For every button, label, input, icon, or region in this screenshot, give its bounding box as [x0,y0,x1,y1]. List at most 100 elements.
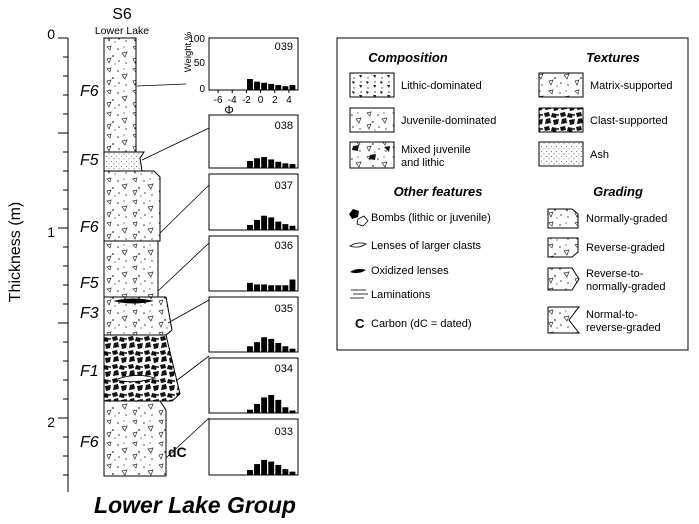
histogram-bar-039 [282,86,289,90]
histogram-bar-038 [247,160,253,168]
histogram-bar-037 [268,217,275,230]
oxidized-lens [113,298,154,304]
unit-f3 [103,296,173,336]
swatch-lithic [349,72,395,98]
sample-id-039: 039 [275,41,293,53]
legend-clast-supported: Clast-supported [590,115,668,127]
xtick-label: -6 [214,95,223,106]
histogram-bar-038 [275,161,282,168]
swatch-juvenile [349,107,395,133]
clast-lens [113,375,157,382]
histogram-bar-038 [261,157,268,168]
histogram-bar-033 [261,459,268,475]
legend-composition-title: Composition [368,50,447,65]
thickness-axis: 0 1 2 Thickness (m) [7,26,69,492]
histogram-bar-033 [268,461,275,475]
unit-f1 [103,334,181,402]
histogram-bar-036 [261,284,268,291]
bomb-juvenile-icon [356,215,369,227]
legend-textures-title: Textures [586,50,640,65]
strat-column: dC [103,37,187,477]
tie-line-036 [157,242,210,292]
histogram-bar-037 [261,215,268,230]
legend-lenses: Lenses of larger clasts [371,240,482,252]
histogram-bar-038 [289,164,296,168]
oxidized-lens-icon [350,268,366,274]
legend-grading-title: Grading [593,184,643,199]
histogram-bar-035 [268,338,275,352]
histogram-bar-039 [275,85,282,90]
swatch-ash [538,141,584,167]
histogram-xlabel: Φ [224,103,234,117]
section-site: Lower Lake [95,25,149,37]
histogram-bar-035 [282,346,289,352]
histogram-bar-036 [254,284,260,291]
legend-mixed-1: Mixed juvenile [401,144,471,156]
histogram-bar-035 [289,348,296,352]
histogram-bar-038 [254,158,260,168]
legend-lithic: Lithic-dominated [401,80,482,92]
legend-reverse-normal-1: Reverse-to- [586,268,644,280]
histogram-bar-033 [254,464,260,475]
sample-id-034: 034 [275,363,293,375]
histogram-bar-037 [247,224,253,230]
grading-reverse-icon [547,237,579,258]
unit-label-f3: F3 [80,305,99,322]
swatch-matrix-supported [538,72,584,98]
histogram-bar-033 [289,471,296,475]
histogram-bar-037 [282,224,289,230]
legend-bombs: Bombs (lithic or juvenile) [371,212,491,224]
histogram-bar-034 [275,399,282,413]
histogram-bar-035 [275,342,282,352]
histogram-bar-036 [282,285,289,291]
swatch-mixed-clast [384,146,390,152]
histogram-bar-039 [247,78,253,90]
grading-reverse-normal-icon [547,267,580,291]
xtick-label: 2 [272,95,278,106]
xtick-label: -2 [242,95,251,106]
legend-normal-reverse-2: reverse-graded [586,322,661,334]
xtick-label: 4 [286,95,292,106]
swatch-clast-supported [538,107,584,133]
xtick-label: -4 [228,95,237,106]
unit-label-f6-middle: F6 [80,219,99,236]
swatch-mixed-clast [369,154,376,160]
histogram-frame-039 [208,37,299,91]
tie-line-037 [159,184,210,234]
unit-f5-ash [103,151,145,172]
tick-label-2: 2 [47,414,55,430]
unit-f6-middle [103,170,161,242]
sample-id-035: 035 [275,303,293,315]
histogram-bar-034 [254,403,260,413]
unit-label-f5-ash: F5 [80,152,99,169]
histogram-bar-039 [261,82,268,90]
sample-tie-lines [136,83,210,459]
histogram-frame-036 [208,235,299,292]
histogram-bar-034 [247,409,253,413]
legend-oxidized: Oxidized lenses [371,265,449,277]
tick-label-0: 0 [47,26,55,42]
sample-id-036: 036 [275,240,293,252]
unit-label-f6-base: F6 [80,434,99,451]
histogram-frame-038 [208,114,299,169]
unit-label-f1: F1 [80,363,99,380]
histogram-bar-037 [275,221,282,230]
histogram-bar-036 [275,285,282,291]
histogram-bar-034 [289,410,296,413]
unit-f6-top [103,37,137,153]
legend-laminations: Laminations [371,289,431,301]
legend-other-title: Other features [394,184,483,199]
ytick-0: 0 [199,84,205,95]
lens-icon [349,242,367,248]
tie-line-033 [165,417,210,459]
histogram-bar-034 [261,397,268,413]
group-title: Lower Lake Group [94,492,296,518]
sample-id-037: 037 [275,180,293,192]
histogram-bar-036 [289,279,296,291]
histogram-frame-035 [208,296,299,353]
axis-title: Thickness (m) [7,202,24,302]
unit-f6-base [103,400,167,477]
legend-reverse-normal-2: normally-graded [586,281,665,293]
